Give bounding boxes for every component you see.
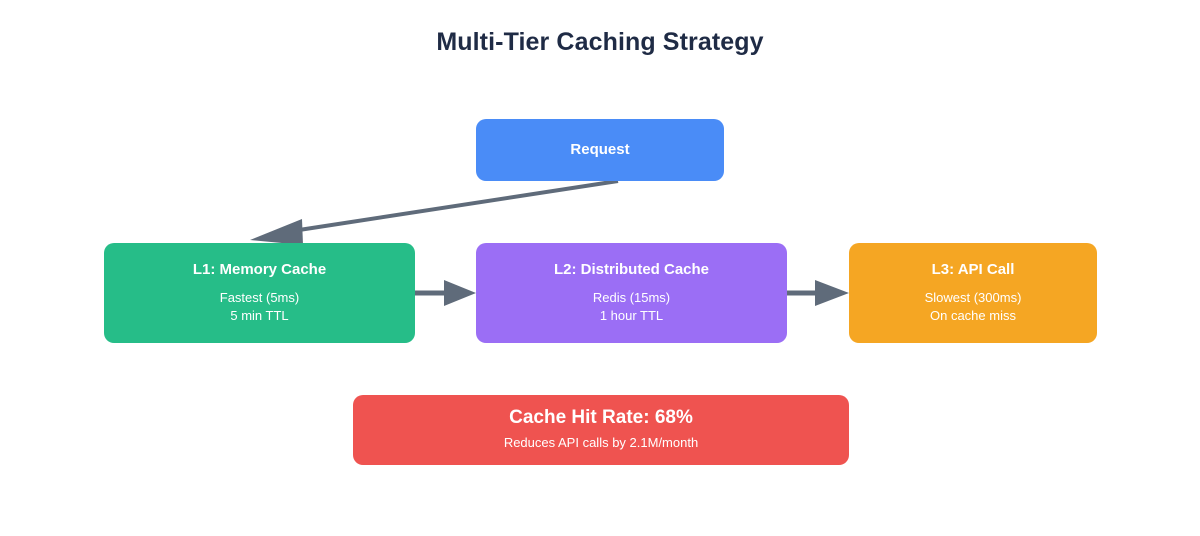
node-summary-label: Cache Hit Rate: 68% <box>509 407 693 429</box>
edge-l2-to-l3 <box>787 280 849 306</box>
node-l1-detail-2: 5 min TTL <box>230 308 289 323</box>
node-request-label: Request <box>570 141 630 158</box>
node-l1-memory-cache[interactable]: L1: Memory Cache Fastest (5ms) 5 min TTL <box>104 243 415 343</box>
node-cache-hit-rate-summary[interactable]: Cache Hit Rate: 68% Reduces API calls by… <box>353 395 849 465</box>
edge-request-to-l1 <box>250 179 619 245</box>
node-summary-detail-1: Reduces API calls by 2.1M/month <box>503 435 699 451</box>
page-title: Multi-Tier Caching Strategy <box>436 28 764 56</box>
node-l2-detail-1: Redis (15ms) <box>592 289 671 305</box>
edge-l1-to-l2 <box>415 280 476 306</box>
node-l3-label: L3: API Call <box>931 260 1015 278</box>
node-l1-label: L1: Memory Cache <box>192 260 327 278</box>
node-l3-detail-1: Slowest (300ms) <box>924 289 1022 305</box>
node-l2-distributed-cache[interactable]: L2: Distributed Cache Redis (15ms) 1 hou… <box>476 243 787 343</box>
node-l3-detail-2: On cache miss <box>930 308 1016 323</box>
node-l1-detail-1: Fastest (5ms) <box>219 289 300 305</box>
node-l2-label: L2: Distributed Cache <box>553 260 710 278</box>
node-l2-detail-2: 1 hour TTL <box>599 308 664 323</box>
node-l3-api-call[interactable]: L3: API Call Slowest (300ms) On cache mi… <box>849 243 1097 343</box>
node-request[interactable]: Request <box>476 119 724 181</box>
